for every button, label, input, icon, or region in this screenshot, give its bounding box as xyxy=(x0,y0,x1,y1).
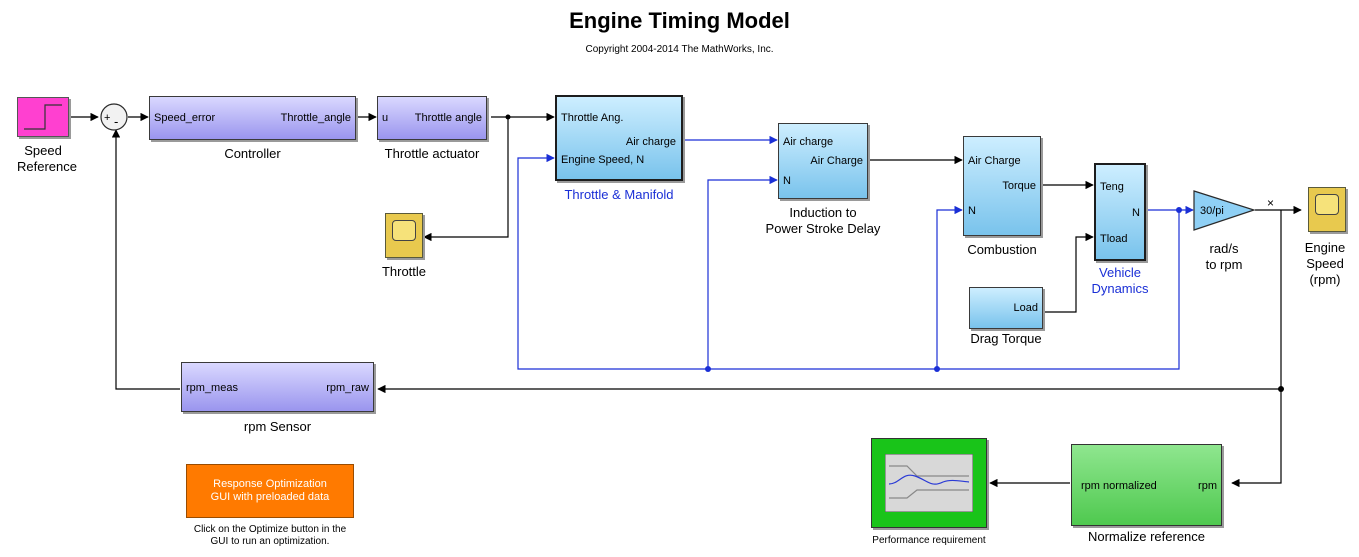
vehicle-dynamics-out-port: N xyxy=(1132,207,1140,219)
induction-out-port: Air Charge xyxy=(810,155,863,167)
combustion-label: Combustion xyxy=(967,242,1037,257)
response-optimization-note: Click on the Optimize button in the GUI … xyxy=(193,524,347,547)
combustion-in1-port: Air Charge xyxy=(968,155,1021,167)
performance-requirement-block[interactable] xyxy=(871,438,987,528)
black-junctions xyxy=(505,114,1284,392)
throttle-manifold-block[interactable]: Throttle Ang. Engine Speed, N Air charge xyxy=(555,95,683,181)
scope-screen-icon xyxy=(392,220,416,241)
throttle-scope[interactable] xyxy=(385,213,423,258)
gain-label: rad/s to rpm xyxy=(1205,241,1243,272)
vehicle-dynamics-link[interactable]: Vehicle Dynamics xyxy=(1091,265,1149,296)
scope-screen-icon xyxy=(1315,194,1339,215)
controller-in-port: Speed_error xyxy=(154,112,216,124)
speed-reference-block[interactable] xyxy=(17,97,69,137)
engine-speed-scope-label: Engine Speed (rpm) xyxy=(1304,240,1346,287)
engine-speed-scope[interactable] xyxy=(1308,187,1346,232)
step-icon xyxy=(24,104,62,130)
controller-label: Controller xyxy=(224,146,281,161)
throttle-manifold-link[interactable]: Throttle & Manifold xyxy=(564,187,674,202)
gain-value: 30/pi xyxy=(1200,205,1224,217)
vehicle-dynamics-in2-port: Tload xyxy=(1100,233,1128,245)
rpm-sensor-block[interactable]: rpm_meas rpm_raw xyxy=(181,362,374,412)
throttle-actuator-out-port: Throttle angle xyxy=(414,112,482,124)
throttle-manifold-in2-port: Engine Speed, N xyxy=(561,154,645,166)
sum-plus: + xyxy=(104,112,110,124)
combustion-in2-port: N xyxy=(968,205,976,217)
throttle-actuator-block[interactable]: u Throttle angle xyxy=(377,96,487,140)
rpm-sensor-in-port: rpm_raw xyxy=(326,382,369,394)
response-optimization-button[interactable]: Response Optimization GUI with preloaded… xyxy=(186,464,354,518)
normalize-reference-out-port: rpm normalized xyxy=(1081,480,1157,492)
blue-signal-lines xyxy=(517,135,1194,370)
blue-junctions xyxy=(705,207,1182,372)
controller-block[interactable]: Speed_error Throttle_angle xyxy=(149,96,356,140)
sum-minus: - xyxy=(114,114,118,129)
induction-label: Induction to Power Stroke Delay xyxy=(765,205,881,236)
rpm-sensor-out-port: rpm_meas xyxy=(186,382,238,394)
combustion-block[interactable]: Air Charge N Torque xyxy=(963,136,1041,236)
requirement-plot-icon xyxy=(885,454,973,512)
combustion-out-port: Torque xyxy=(1002,180,1036,192)
controller-out-port: Throttle_angle xyxy=(280,112,351,124)
signal-marker: × xyxy=(1267,196,1274,210)
throttle-actuator-in-port: u xyxy=(382,112,389,124)
diagram-title: Engine Timing Model xyxy=(569,8,790,33)
throttle-manifold-in1-port: Throttle Ang. xyxy=(561,112,624,124)
throttle-manifold-out-port: Air charge xyxy=(625,136,676,148)
induction-in1-port: Air charge xyxy=(783,136,834,148)
normalize-reference-block[interactable]: rpm normalized rpm xyxy=(1071,444,1222,526)
gain-block[interactable]: 30/pi xyxy=(1193,190,1256,231)
performance-requirement-label: Performance requirement xyxy=(872,535,986,546)
normalize-reference-in-port: rpm xyxy=(1198,480,1217,492)
black-signal-lines xyxy=(70,112,1302,488)
sum-block[interactable]: + - xyxy=(100,103,128,131)
vehicle-dynamics-in1-port: Teng xyxy=(1100,181,1124,193)
vehicle-dynamics-block[interactable]: Teng Tload N xyxy=(1094,163,1146,261)
throttle-scope-label: Throttle xyxy=(381,264,427,279)
rpm-sensor-label: rpm Sensor xyxy=(243,419,312,434)
drag-torque-out-port: Load xyxy=(1013,302,1038,314)
drag-torque-label: Drag Torque xyxy=(970,331,1042,346)
induction-block[interactable]: Air charge N Air Charge xyxy=(778,123,868,199)
speed-reference-label: Speed Reference xyxy=(17,143,77,174)
induction-in2-port: N xyxy=(783,175,791,187)
drag-torque-block[interactable]: Load xyxy=(969,287,1043,329)
throttle-actuator-label: Throttle actuator xyxy=(384,146,480,161)
normalize-reference-label: Normalize reference xyxy=(1087,529,1206,544)
copyright-note: Copyright 2004-2014 The MathWorks, Inc. xyxy=(585,44,774,55)
